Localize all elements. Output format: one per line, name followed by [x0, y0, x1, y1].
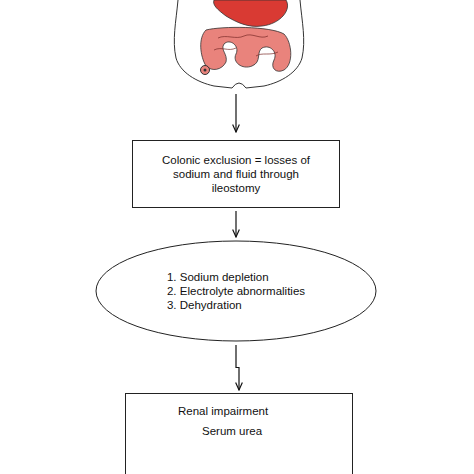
flow-arrow: [235, 211, 236, 237]
intestine-shape: [201, 27, 291, 71]
box-item: Serum urea: [202, 424, 262, 438]
process-box: Colonic exclusion = losses of sodium and…: [132, 140, 340, 208]
flow-arrow: [236, 345, 239, 390]
list-item: 3. Dehydration: [167, 298, 242, 312]
consequence-ellipse: 1. Sodium depletion2. Electrolyte abnorm…: [95, 240, 377, 342]
flow-arrow: [235, 94, 236, 132]
stomach-shape: [214, 0, 288, 26]
list-item: 1. Sodium depletion: [167, 270, 269, 284]
box-text: Colonic exclusion = losses of sodium and…: [161, 153, 311, 195]
abdomen-illustration: [174, 0, 303, 88]
box-heading: Renal impairment: [178, 404, 268, 418]
stoma-symbol: [201, 66, 210, 75]
list-block: 1. Sodium depletion2. Electrolyte abnorm…: [167, 270, 305, 312]
outcome-box: Renal impairmentSerum urea: [125, 393, 353, 474]
list-item: 2. Electrolyte abnormalities: [167, 284, 305, 298]
